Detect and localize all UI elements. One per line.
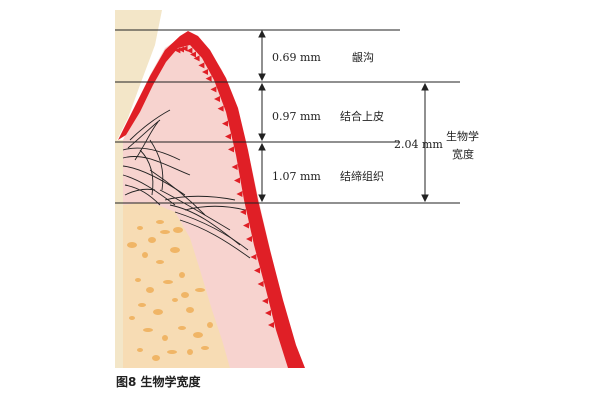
rete-peg	[234, 177, 240, 184]
bone-dot	[170, 247, 180, 253]
collagen-fiber	[134, 121, 159, 161]
rete-peg	[250, 254, 257, 260]
connective-tissue-value: 1.07 mm	[272, 170, 321, 183]
rete-peg	[214, 96, 220, 102]
rete-peg	[193, 55, 200, 62]
collagen-fiber	[122, 174, 176, 206]
bone-dot	[146, 287, 154, 293]
collagen-fiber	[139, 149, 154, 196]
bone-dot	[173, 227, 183, 233]
bone-dot	[137, 348, 143, 352]
bone-dot	[181, 292, 189, 298]
tooth-root	[115, 140, 123, 368]
alveolar-bone	[123, 202, 230, 368]
bone-dot	[163, 280, 173, 284]
bone-dot	[201, 346, 209, 350]
rete-peg	[205, 75, 212, 82]
bone-dot	[179, 272, 185, 278]
rete-peg	[181, 45, 188, 52]
rete-peg	[243, 222, 249, 229]
bone-dot	[138, 303, 146, 307]
bone-dot	[127, 242, 137, 248]
bone-dot	[156, 260, 164, 264]
bone-dot	[152, 355, 160, 361]
collagen-fiber	[122, 147, 181, 161]
collagen-fiber	[164, 195, 236, 201]
bone-dot	[193, 332, 203, 338]
collagen-fiber	[184, 205, 246, 211]
rete-peg	[186, 47, 193, 54]
bone-dot	[187, 349, 193, 355]
bone-dot	[162, 335, 168, 341]
bone-dot	[156, 220, 164, 224]
rete-peg	[228, 146, 234, 153]
bone-dot	[172, 298, 178, 302]
rete-peg	[178, 46, 184, 53]
rete-peg	[236, 191, 243, 197]
rete-peg	[202, 69, 208, 75]
bone-dot	[186, 307, 194, 313]
rete-peg	[225, 133, 231, 140]
rete-peg	[217, 105, 224, 112]
biologic-width-value: 2.04 mm	[394, 138, 443, 151]
collagen-fiber	[149, 139, 164, 191]
tooth-enamel	[115, 10, 162, 140]
bone-dot	[137, 226, 143, 230]
connective-tissue-label: 结缔组织	[340, 169, 384, 183]
rete-peg	[231, 164, 238, 170]
bone-dot	[148, 237, 156, 243]
rete-peg	[222, 120, 228, 127]
bone-dot	[178, 326, 186, 330]
rete-peg	[262, 298, 268, 304]
bone-dot	[129, 316, 135, 320]
rete-peg	[210, 86, 217, 93]
bone-dot	[135, 278, 141, 282]
collagen-fiber	[174, 211, 249, 251]
collagen-fiber	[129, 109, 171, 141]
bone-dot	[195, 288, 205, 292]
rete-peg	[198, 62, 205, 69]
collagen-fiber	[149, 169, 206, 216]
bone-dot	[160, 230, 170, 234]
rete-peg	[240, 209, 246, 215]
biologic-width-label-line1: 生物学	[446, 129, 479, 143]
rete-peg	[190, 51, 196, 58]
bone-dot	[143, 328, 153, 332]
rete-peg	[246, 236, 252, 242]
connective-tissue-fibers	[122, 109, 251, 259]
bone-marrow-spaces	[127, 220, 213, 361]
sulcus-label: 龈沟	[352, 50, 374, 64]
gingival-epithelium	[118, 31, 305, 368]
figure-caption: 图8 生物学宽度	[116, 374, 202, 389]
bone-dot	[207, 322, 213, 328]
rete-peg	[268, 322, 274, 328]
rete-pegs	[174, 45, 274, 328]
sulcus-depth-value: 0.69 mm	[272, 51, 321, 64]
rete-peg	[265, 310, 271, 316]
junctional-epithelium-label: 结合上皮	[340, 109, 384, 123]
rete-peg	[174, 47, 181, 54]
bone-dot	[153, 309, 163, 315]
collagen-fiber	[122, 156, 191, 176]
collagen-fiber	[124, 188, 156, 196]
dimension-arrows	[258, 29, 429, 203]
junctional-epithelium-value: 0.97 mm	[272, 110, 321, 123]
collagen-fiber	[179, 219, 251, 259]
rete-peg	[257, 281, 264, 287]
biologic-width-label-line2: 宽度	[452, 147, 474, 161]
bone-dot	[142, 252, 148, 258]
rete-peg	[254, 267, 260, 274]
bone-dot	[167, 350, 177, 354]
